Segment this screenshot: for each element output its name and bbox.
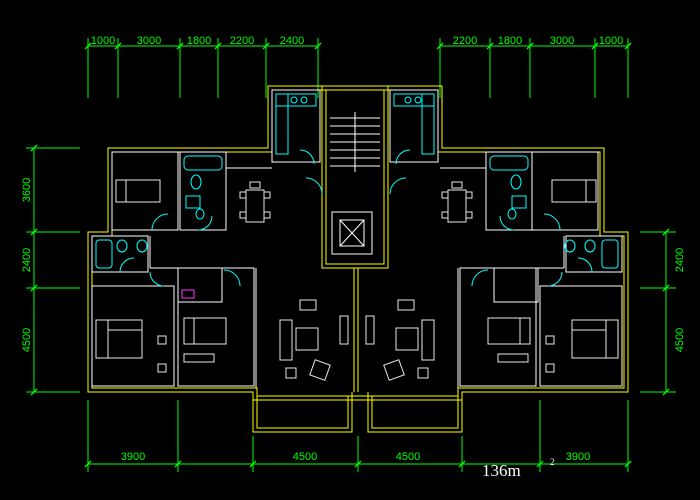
dim-bottom-4500-right: 4500 [396, 451, 420, 463]
dim-left-2400: 2400 [21, 248, 33, 272]
dim-bottom-3900-left: 3900 [121, 451, 145, 463]
dim-bottom-3900-right: 3900 [566, 451, 590, 463]
dim-right-2400: 2400 [674, 248, 686, 272]
dim-left-4500: 4500 [21, 328, 33, 352]
door-swings [119, 149, 593, 287]
furniture [95, 179, 619, 381]
dim-right-4500: 4500 [674, 328, 686, 352]
dim-top-1800-right: 1800 [498, 35, 522, 47]
dim-top-1800-left: 1800 [187, 35, 211, 47]
dimension-labels: 1000 3000 1800 2200 2400 2200 1800 3000 … [21, 35, 686, 463]
dim-top-1000-left: 1000 [91, 35, 115, 47]
closet-marker [181, 289, 195, 299]
area-label: 136m [482, 461, 521, 480]
dim-top-2400-left: 2400 [280, 35, 304, 47]
dim-top-1000-right: 1000 [599, 35, 623, 47]
sanitary-fixtures [95, 93, 619, 269]
interior-walls [91, 89, 623, 388]
dim-top-2200-right: 2200 [453, 35, 477, 47]
outer-walls [87, 85, 629, 433]
dim-top-2200-left: 2200 [230, 35, 254, 47]
dim-left-3600: 3600 [21, 178, 33, 202]
dimension-lines [26, 38, 676, 472]
dim-top-3000-left: 3000 [137, 35, 161, 47]
dim-top-3000-right: 3000 [550, 35, 574, 47]
area-unit-superscript: 2 [550, 457, 555, 467]
dim-bottom-4500-left: 4500 [293, 451, 317, 463]
